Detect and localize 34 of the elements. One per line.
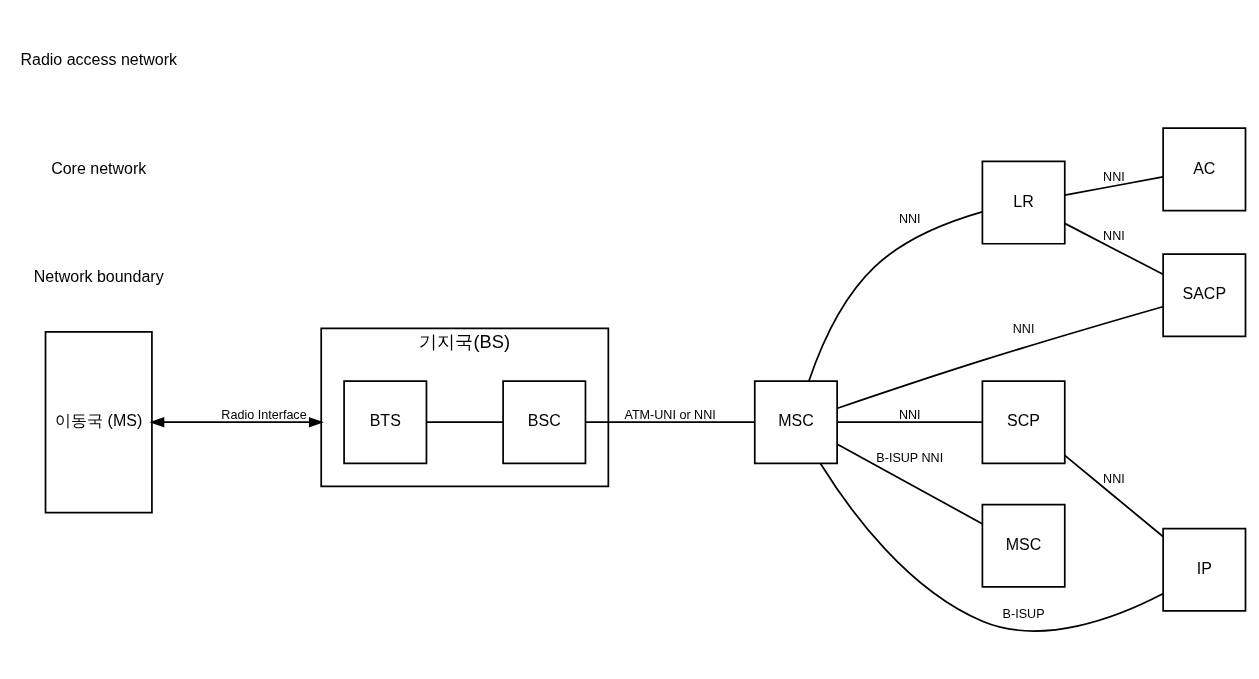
node-box: SACP xyxy=(1162,253,1247,338)
node-box: MSC xyxy=(753,380,838,465)
node-box: BSC xyxy=(502,380,587,465)
node-box: MSC xyxy=(981,503,1066,588)
label: Radio access network xyxy=(20,50,177,68)
node-box: LR xyxy=(981,160,1066,245)
node-box: IP xyxy=(1162,527,1247,612)
edge-label: NNI xyxy=(898,407,921,422)
label: Network boundary xyxy=(33,268,164,286)
connector xyxy=(584,421,756,424)
arrow xyxy=(149,417,324,428)
connector xyxy=(1063,176,1164,196)
edge-label: B-ISUP NNI xyxy=(876,451,944,466)
edge-label: B-ISUP xyxy=(1002,606,1045,621)
node-box: 이동국 (MS) xyxy=(44,330,153,514)
node-box: SCP xyxy=(981,380,1066,465)
connector xyxy=(1063,222,1164,276)
edge-label: ATM-UNI or NNI xyxy=(624,407,716,422)
edge-label: NNI xyxy=(1012,321,1035,336)
node-box: BTS xyxy=(343,380,428,465)
connector xyxy=(425,421,504,424)
connector xyxy=(1063,454,1164,538)
connector xyxy=(836,305,1164,410)
label: Core network xyxy=(51,159,147,177)
connector xyxy=(819,462,1164,632)
edge-label: Radio Interface xyxy=(221,407,307,422)
connector xyxy=(836,443,983,525)
edge-label: NNI xyxy=(898,211,921,226)
node-box: AC xyxy=(1162,127,1247,212)
edge-label: NNI xyxy=(1103,229,1125,244)
edge-label: NNI xyxy=(1103,471,1125,486)
connector xyxy=(836,421,983,424)
connector xyxy=(808,211,983,382)
edge-label: NNI xyxy=(1103,169,1125,184)
